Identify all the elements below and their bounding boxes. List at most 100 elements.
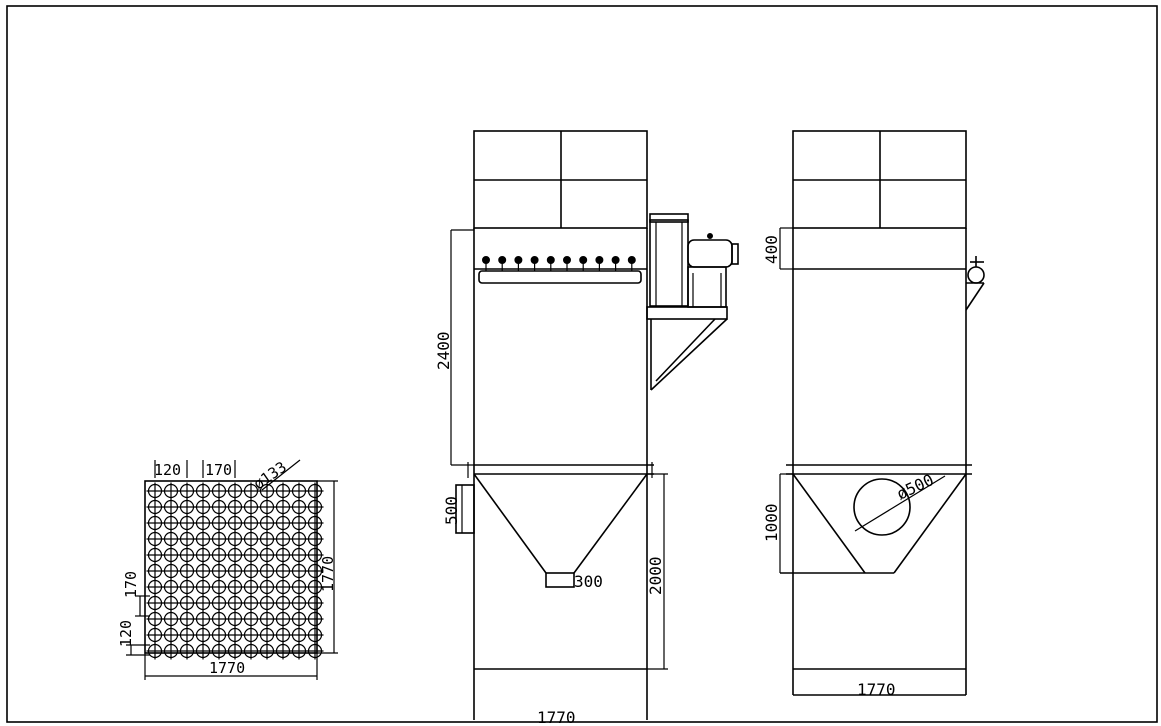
bag-circle xyxy=(306,482,324,500)
bag-circle xyxy=(242,530,260,548)
bag-circle xyxy=(178,514,196,532)
bag-circle xyxy=(162,498,180,516)
bag-circle xyxy=(210,626,228,644)
bag-circle xyxy=(242,498,260,516)
bag-circle xyxy=(210,498,228,516)
bag-circle xyxy=(290,610,308,628)
plan-dim-height: 1770 xyxy=(319,556,337,592)
pulse-valve xyxy=(627,256,636,271)
bag-circle xyxy=(258,578,276,596)
bag-circle xyxy=(290,514,308,532)
bag-circle xyxy=(194,642,212,660)
bag-circle xyxy=(274,594,292,612)
bag-circle xyxy=(274,642,292,660)
pulse-valve xyxy=(563,256,571,271)
bag-circle xyxy=(242,642,260,660)
bag-circle xyxy=(274,626,292,644)
pulse-valve xyxy=(498,256,507,271)
bag-circle xyxy=(210,562,228,580)
bag-circle xyxy=(306,546,324,564)
front-dim-outlet: 300 xyxy=(574,572,603,591)
bag-circle xyxy=(290,594,308,612)
bag-circle xyxy=(178,546,196,564)
front-manifold xyxy=(478,270,642,284)
bag-circle xyxy=(194,562,212,580)
bag-circle xyxy=(226,594,244,612)
front-view: 2400 500 300 2000 1770 xyxy=(434,130,739,726)
bag-circle xyxy=(146,626,164,644)
bag-circle xyxy=(194,530,212,548)
motor-body xyxy=(687,239,733,268)
side-dim-header: 400 xyxy=(762,235,781,264)
bag-circle xyxy=(242,578,260,596)
bag-circle xyxy=(162,626,180,644)
pulse-valve xyxy=(611,256,620,271)
bag-circle xyxy=(194,498,212,516)
bag-circle xyxy=(210,530,228,548)
bag-circle xyxy=(274,546,292,564)
bag-circle xyxy=(194,546,212,564)
bag-circle xyxy=(146,546,164,564)
front-dim-lower-height: 2000 xyxy=(646,556,665,595)
pulse-valve xyxy=(530,256,539,271)
bag-circle xyxy=(178,498,196,516)
bag-circle xyxy=(274,498,292,516)
bag-circle xyxy=(242,482,260,500)
bag-circle xyxy=(146,610,164,628)
bag-circle xyxy=(242,610,260,628)
bag-circle xyxy=(306,610,324,628)
bag-circle xyxy=(146,578,164,596)
bag-circle xyxy=(274,610,292,628)
bag-circle xyxy=(226,482,244,500)
pulse-valve xyxy=(482,256,490,271)
bag-circle xyxy=(290,482,308,500)
bag-circle xyxy=(194,482,212,500)
bag-circle xyxy=(242,626,260,644)
bag-circle xyxy=(290,578,308,596)
bag-circle xyxy=(210,594,228,612)
bag-circle xyxy=(226,530,244,548)
pulse-valve xyxy=(579,256,588,271)
pulse-valve xyxy=(546,256,555,271)
bag-circle xyxy=(178,562,196,580)
bag-circle xyxy=(258,530,276,548)
pulse-valves xyxy=(482,256,636,271)
side-inlet-circle xyxy=(853,478,911,536)
bag-circle xyxy=(194,594,212,612)
side-dim-width: 1770 xyxy=(857,680,896,699)
bag-circle xyxy=(194,610,212,628)
bag-circle xyxy=(178,610,196,628)
side-dim-hopper: 1000 xyxy=(762,503,781,542)
bag-circle xyxy=(146,594,164,612)
bag-circle xyxy=(226,562,244,580)
bag-circle xyxy=(178,578,196,596)
front-inlet xyxy=(455,484,475,534)
bag-circle xyxy=(226,626,244,644)
bag-circle xyxy=(162,642,180,660)
bag-circle xyxy=(290,530,308,548)
bag-circle xyxy=(290,642,308,660)
bag-circle xyxy=(290,498,308,516)
bag-circle xyxy=(210,514,228,532)
bag-circle xyxy=(274,562,292,580)
bag-circle xyxy=(242,594,260,612)
bag-circle xyxy=(306,498,324,516)
side-view: 400 1000 ø500 1770 xyxy=(762,130,985,699)
drawing-frame xyxy=(6,5,1158,723)
bag-circle xyxy=(258,546,276,564)
bag-circle xyxy=(306,642,324,660)
side-dim-inlet-diameter: ø500 xyxy=(894,470,937,504)
bag-circle xyxy=(162,530,180,548)
bag-circle xyxy=(146,514,164,532)
bag-circle xyxy=(210,610,228,628)
bag-circle xyxy=(162,610,180,628)
bag-circle xyxy=(178,594,196,612)
bag-circle xyxy=(274,578,292,596)
bag-circle xyxy=(210,578,228,596)
bag-circle xyxy=(258,562,276,580)
bag-circle xyxy=(194,514,212,532)
front-dim-upper-height: 2400 xyxy=(434,331,453,370)
bag-circle xyxy=(146,498,164,516)
plan-dim-pitch-b: 170 xyxy=(205,461,232,479)
front-outlet xyxy=(545,572,575,588)
